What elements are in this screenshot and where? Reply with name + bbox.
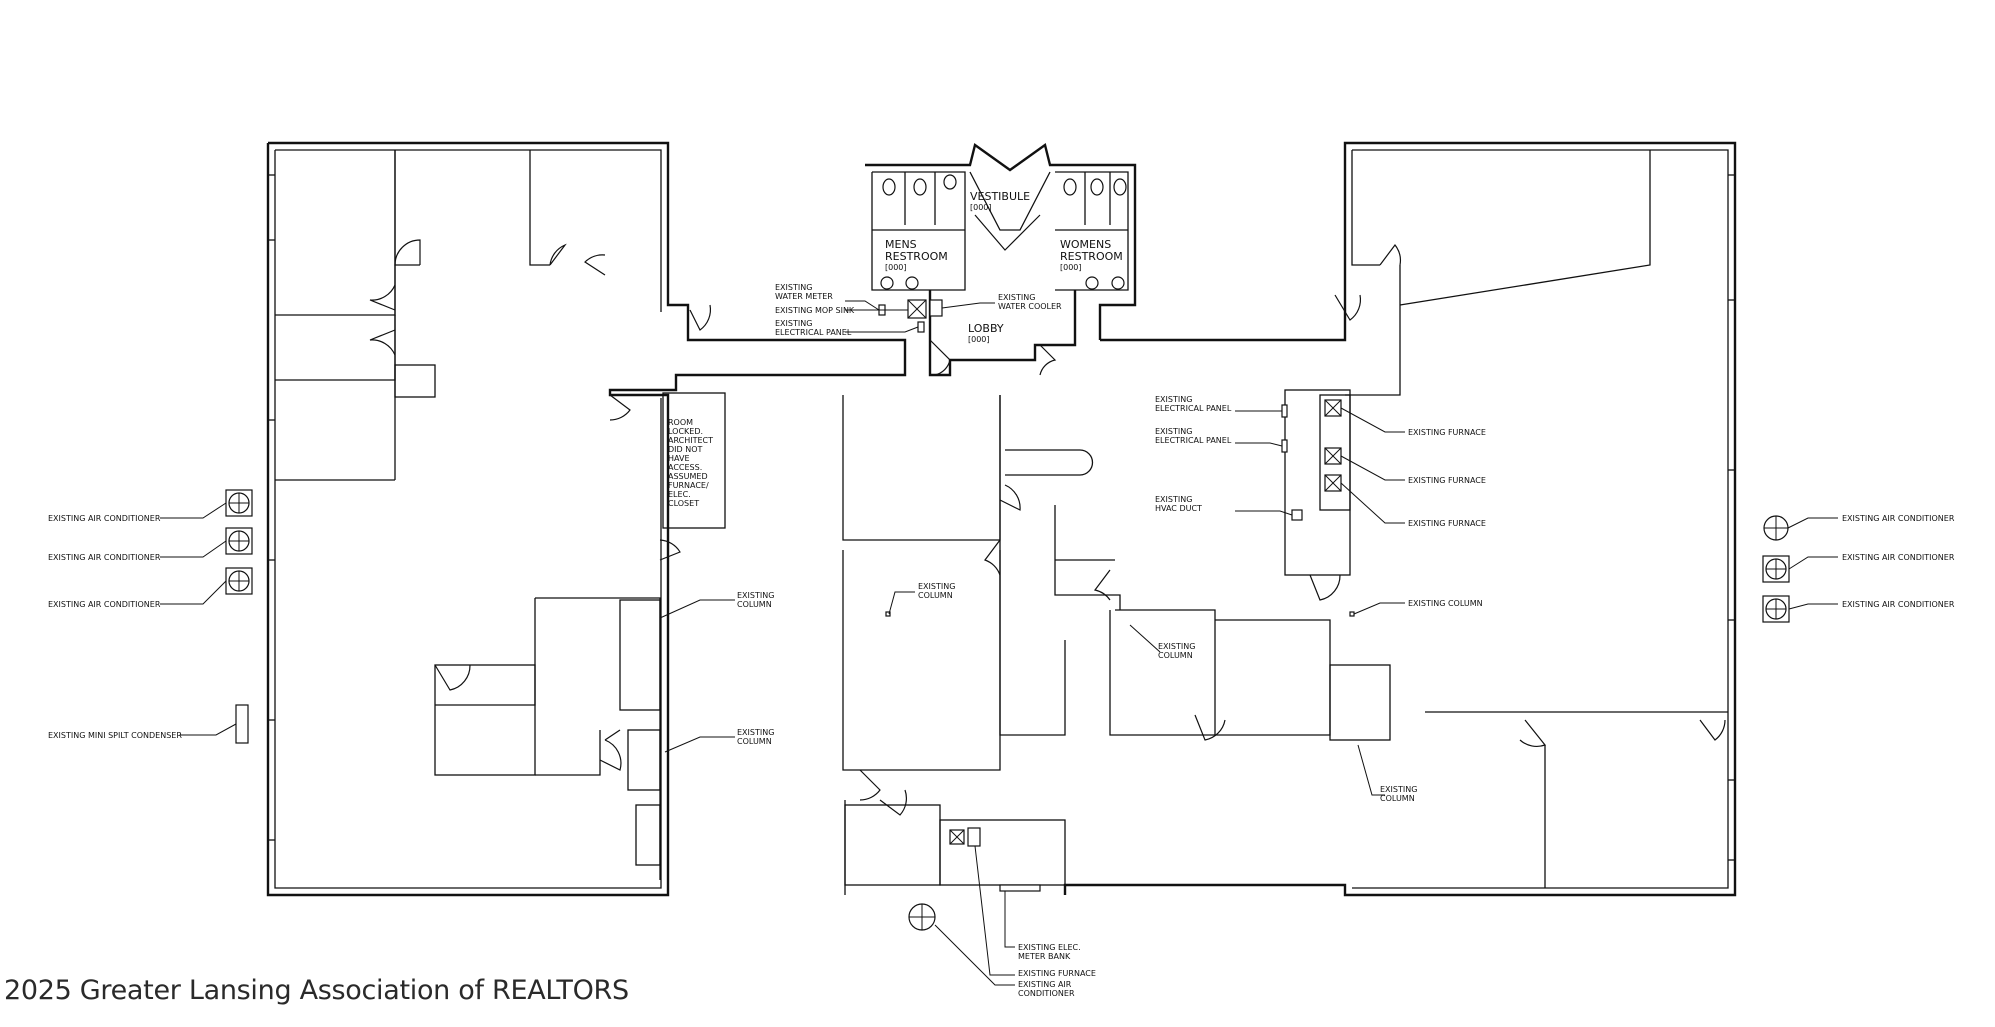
column-6-label-2: COLUMN <box>1380 794 1415 803</box>
womens-restroom-number: [000] <box>1060 263 1082 272</box>
meter-bank-label-1: EXISTING ELEC. <box>1018 943 1081 952</box>
column-3-label-1: EXISTING <box>918 582 955 591</box>
center-core <box>842 142 1137 895</box>
exterior-equipment <box>225 489 1790 931</box>
ac-left-2-label: EXISTING AIR CONDITIONER <box>48 553 161 562</box>
electrical-panel-icon <box>1281 404 1288 418</box>
mens-restroom-name-2: RESTROOM <box>885 250 948 263</box>
lobby-number: [000] <box>968 335 990 344</box>
water-meter-label-1: EXISTING <box>775 283 812 292</box>
room-labels: VESTIBULE [000] MENS RESTROOM [000] WOME… <box>668 190 1123 508</box>
svg-text:LOCKED.: LOCKED. <box>668 427 703 436</box>
elec-panel-r2-label-2: ELECTRICAL PANEL <box>1155 436 1232 445</box>
column-2-label-1: EXISTING <box>737 728 774 737</box>
column-1-label-2: COLUMN <box>737 600 772 609</box>
electrical-panel-icon <box>917 321 925 333</box>
locked-room-note: ROOM LOCKED. ARCHITECT DID NOT HAVE ACCE… <box>668 418 713 508</box>
column-4-label-1: EXISTING <box>1158 642 1195 651</box>
mens-restroom-number: [000] <box>885 263 907 272</box>
meter-bank-icon <box>999 884 1041 892</box>
ac-right-2-label: EXISTING AIR CONDITIONER <box>1842 553 1955 562</box>
right-wing <box>1054 141 1737 897</box>
column-6-label-1: EXISTING <box>1380 785 1417 794</box>
ac-left-3-label: EXISTING AIR CONDITIONER <box>48 600 161 609</box>
leader-lines <box>160 300 1838 986</box>
ac-bottom-label-1: EXISTING AIR <box>1018 980 1072 989</box>
column-1-label-1: EXISTING <box>737 591 774 600</box>
callout-labels: EXISTING AIR CONDITIONER EXISTING AIR CO… <box>48 283 1955 998</box>
svg-text:ACCESS.: ACCESS. <box>668 463 702 472</box>
ac-left-1-label: EXISTING AIR CONDITIONER <box>48 514 161 523</box>
svg-text:ROOM: ROOM <box>668 418 693 427</box>
svg-text:HAVE: HAVE <box>668 454 690 463</box>
svg-text:ARCHITECT: ARCHITECT <box>668 436 713 445</box>
column-3-label-2: COLUMN <box>918 591 953 600</box>
ac-right-1-label: EXISTING AIR CONDITIONER <box>1842 514 1955 523</box>
hvac-duct-label-2: HVAC DUCT <box>1155 504 1202 513</box>
column-icon <box>1349 611 1355 617</box>
water-cooler-label-1: EXISTING <box>998 293 1035 302</box>
svg-text:ASSUMED: ASSUMED <box>668 472 708 481</box>
furnace-2-label: EXISTING FURNACE <box>1408 476 1486 485</box>
hvac-duct-label-1: EXISTING <box>1155 495 1192 504</box>
left-wing <box>266 141 907 897</box>
vestibule-name: VESTIBULE <box>970 190 1030 203</box>
furnace-1-label: EXISTING FURNACE <box>1408 428 1486 437</box>
elec-panel-r1-label-2: ELECTRICAL PANEL <box>1155 404 1232 413</box>
furnace-bottom-label: EXISTING FURNACE <box>1018 969 1096 978</box>
mens-restroom-name-1: MENS <box>885 238 917 251</box>
svg-text:ELEC.: ELEC. <box>668 490 691 499</box>
lobby-name: LOBBY <box>968 322 1004 335</box>
elec-panel-lobby-label-2: ELECTRICAL PANEL <box>775 328 852 337</box>
ac-right-3-label: EXISTING AIR CONDITIONER <box>1842 600 1955 609</box>
water-meter-label-2: WATER METER <box>775 292 833 301</box>
sink-icon <box>880 276 1125 290</box>
svg-text:FURNACE/: FURNACE/ <box>668 481 709 490</box>
furnace-icon <box>1324 399 1342 492</box>
column-2-label-2: COLUMN <box>737 737 772 746</box>
furnace-3-label: EXISTING FURNACE <box>1408 519 1486 528</box>
hvac-duct-icon <box>1291 509 1303 521</box>
column-icon <box>885 611 891 617</box>
mini-split-label: EXISTING MINI SPILT CONDENSER <box>48 731 182 740</box>
elec-panel-r1-label-1: EXISTING <box>1155 395 1192 404</box>
column-5-label: EXISTING COLUMN <box>1408 599 1483 608</box>
elec-panel-r2-label-1: EXISTING <box>1155 427 1192 436</box>
toilet-icon <box>882 174 1127 196</box>
svg-text:CLOSET: CLOSET <box>668 499 699 508</box>
svg-text:DID NOT: DID NOT <box>668 445 703 454</box>
air-conditioner-icon <box>225 489 1790 931</box>
meter-bank-label-2: METER BANK <box>1018 952 1071 961</box>
womens-restroom-name-2: RESTROOM <box>1060 250 1123 263</box>
column-4-label-2: COLUMN <box>1158 651 1193 660</box>
mini-split-condenser-icon <box>235 704 249 744</box>
water-cooler-label-2: WATER COOLER <box>998 302 1062 311</box>
water-cooler-icon <box>929 299 943 317</box>
womens-restroom-name-1: WOMENS <box>1060 238 1111 251</box>
elec-panel-lobby-label-1: EXISTING <box>775 319 812 328</box>
electrical-panel-icon <box>1281 439 1288 453</box>
mop-sink-label: EXISTING MOP SINK <box>775 306 855 315</box>
copyright-watermark: 2025 Greater Lansing Association of REAL… <box>4 975 629 1006</box>
ac-bottom-label-2: CONDITIONER <box>1018 989 1075 998</box>
vestibule-number: [000] <box>970 203 992 212</box>
